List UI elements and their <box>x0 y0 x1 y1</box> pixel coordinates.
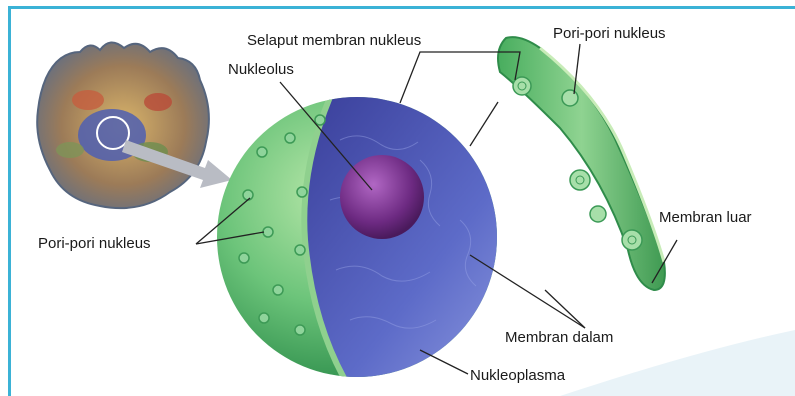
label-outer-membrane: Membran luar <box>659 210 752 225</box>
label-nucleolus: Nukleolus <box>228 62 294 77</box>
frame-left-border <box>8 6 11 396</box>
label-pores-top: Pori-pori nukleus <box>553 26 666 41</box>
frame-top-border <box>8 6 795 9</box>
label-inner-membrane: Membran dalam <box>505 330 613 345</box>
envelope-piece <box>498 37 665 290</box>
label-pores-left: Pori-pori nukleus <box>38 236 151 251</box>
label-nuclear-envelope: Selaput membran nukleus <box>247 33 421 48</box>
cell-inset <box>37 42 209 208</box>
label-nucleoplasm: Nukleoplasma <box>470 368 565 383</box>
